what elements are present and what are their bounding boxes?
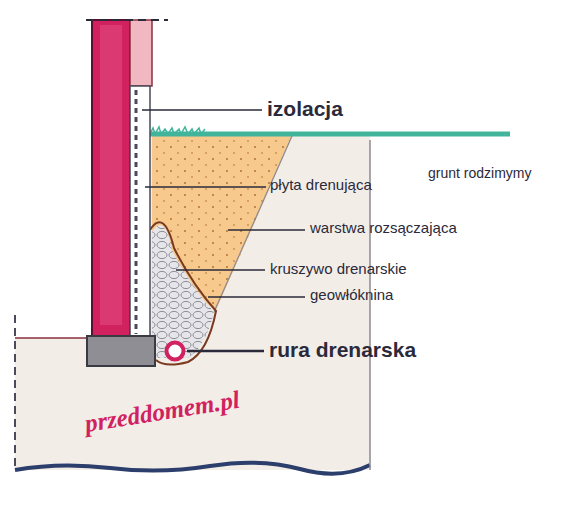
wall	[92, 20, 130, 338]
top-cut	[86, 19, 168, 21]
leader	[176, 269, 265, 270]
drain-board	[135, 90, 138, 334]
part-label: rura drenarska	[269, 338, 416, 361]
part-label: płyta drenująca	[270, 177, 372, 194]
geotextile	[150, 222, 216, 364]
part-label: kruszywo drenarskie	[270, 261, 407, 278]
leader	[145, 186, 266, 187]
gravel-fill	[152, 225, 214, 358]
leader	[208, 296, 305, 297]
bottom-line	[15, 463, 370, 474]
drain-gravel	[152, 225, 214, 358]
grass-blades	[150, 127, 205, 134]
footing	[87, 336, 155, 366]
drain-pipe	[167, 343, 184, 360]
grass	[150, 132, 510, 137]
wall-shade	[100, 25, 122, 325]
part-label: izolacja	[267, 97, 343, 120]
insulation-top	[130, 20, 152, 86]
part-label: warstwa rozsączająca	[310, 220, 457, 237]
leader	[142, 109, 262, 110]
insulation	[130, 86, 150, 336]
ground-line	[15, 337, 88, 339]
leader	[228, 229, 305, 230]
leader	[187, 350, 264, 353]
slope-line	[214, 136, 292, 312]
leaders	[142, 110, 305, 351]
part-label: grunt rodzimymy	[428, 166, 531, 181]
part-label: geowłóknina	[310, 287, 393, 304]
